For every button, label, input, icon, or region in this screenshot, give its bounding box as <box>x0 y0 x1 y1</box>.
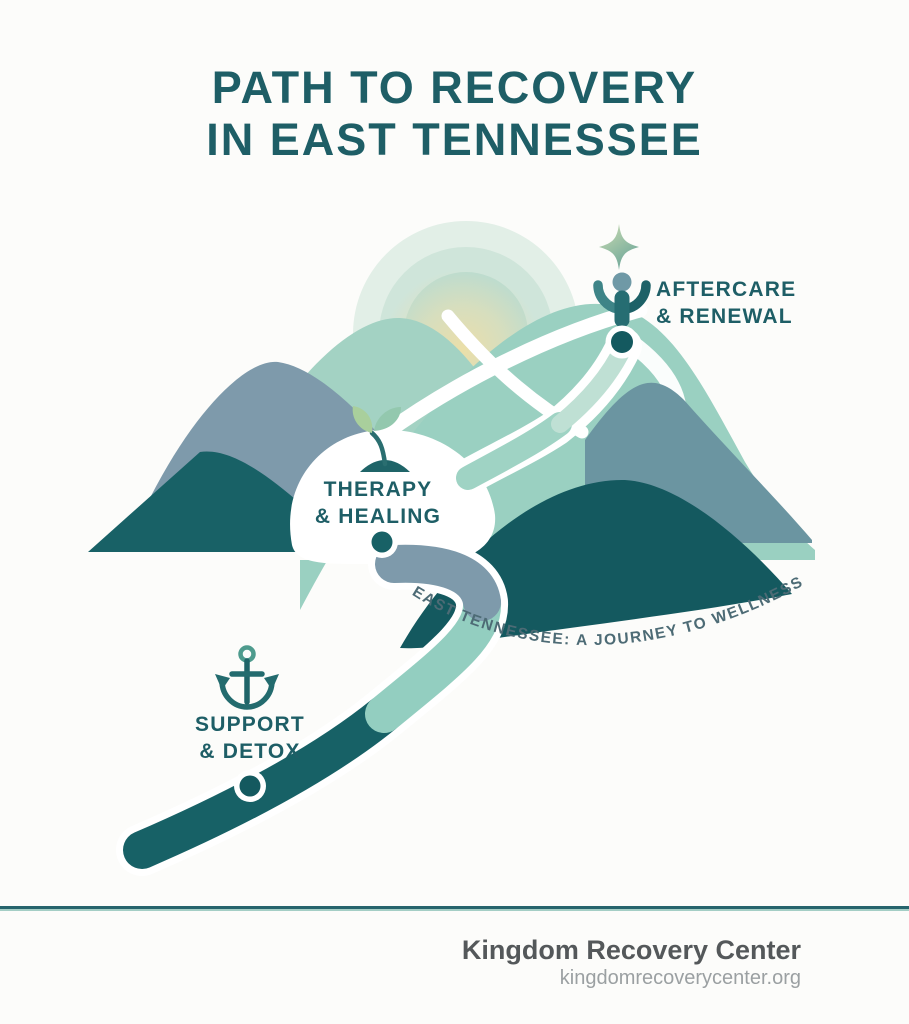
therapy-bubble <box>290 429 496 566</box>
node-dot <box>239 775 261 797</box>
org-name: Kingdom Recovery Center <box>461 935 801 965</box>
anchor-arms <box>219 678 275 710</box>
person-head <box>612 272 632 292</box>
road-segment-upper <box>456 412 572 490</box>
title-line-2: IN EAST TENNESSEE <box>206 114 703 166</box>
anchor-fluke-left <box>215 674 230 690</box>
stage-label-aftercare-line2: & RENEWAL <box>656 305 793 328</box>
star-icon <box>599 224 639 270</box>
milestone-node-therapy <box>366 526 398 558</box>
stage-label-aftercare-line1: AFTERCARE <box>656 278 796 301</box>
road-segment-support <box>123 695 403 869</box>
title-line-1: PATH TO RECOVERY <box>211 62 698 113</box>
node-dot <box>371 531 393 553</box>
sprout-leaf-right <box>374 407 401 431</box>
milestone-node-support <box>234 770 266 802</box>
footer-divider-light <box>0 909 909 911</box>
road-segment-therapy <box>375 544 501 621</box>
person-icon <box>593 272 651 328</box>
org-website: kingdomrecoverycenter.org <box>559 966 801 989</box>
page-title: PATH TO RECOVERY IN EAST TENNESSEE <box>0 62 909 166</box>
footer-divider-dark <box>0 906 909 909</box>
sprout-leaf-left <box>352 406 373 433</box>
stage-label-support-line1: SUPPORT <box>195 713 305 736</box>
footer-brand: Kingdom Recovery Center kingdomrecoveryc… <box>461 935 801 990</box>
anchor-fluke-right <box>264 674 279 690</box>
milestone-node-aftercare <box>605 325 639 359</box>
stage-label-support-line2: & DETOX <box>199 740 300 763</box>
node-dot <box>611 331 633 353</box>
anchor-icon <box>215 645 279 710</box>
sprout-icon <box>352 406 410 472</box>
sprout-stem <box>369 430 388 467</box>
stage-label-therapy-line1: THERAPY <box>324 478 433 501</box>
stage-label-therapy-line2: & HEALING <box>315 505 441 528</box>
footer-divider <box>0 906 909 911</box>
ridge-trail-left <box>360 302 648 454</box>
